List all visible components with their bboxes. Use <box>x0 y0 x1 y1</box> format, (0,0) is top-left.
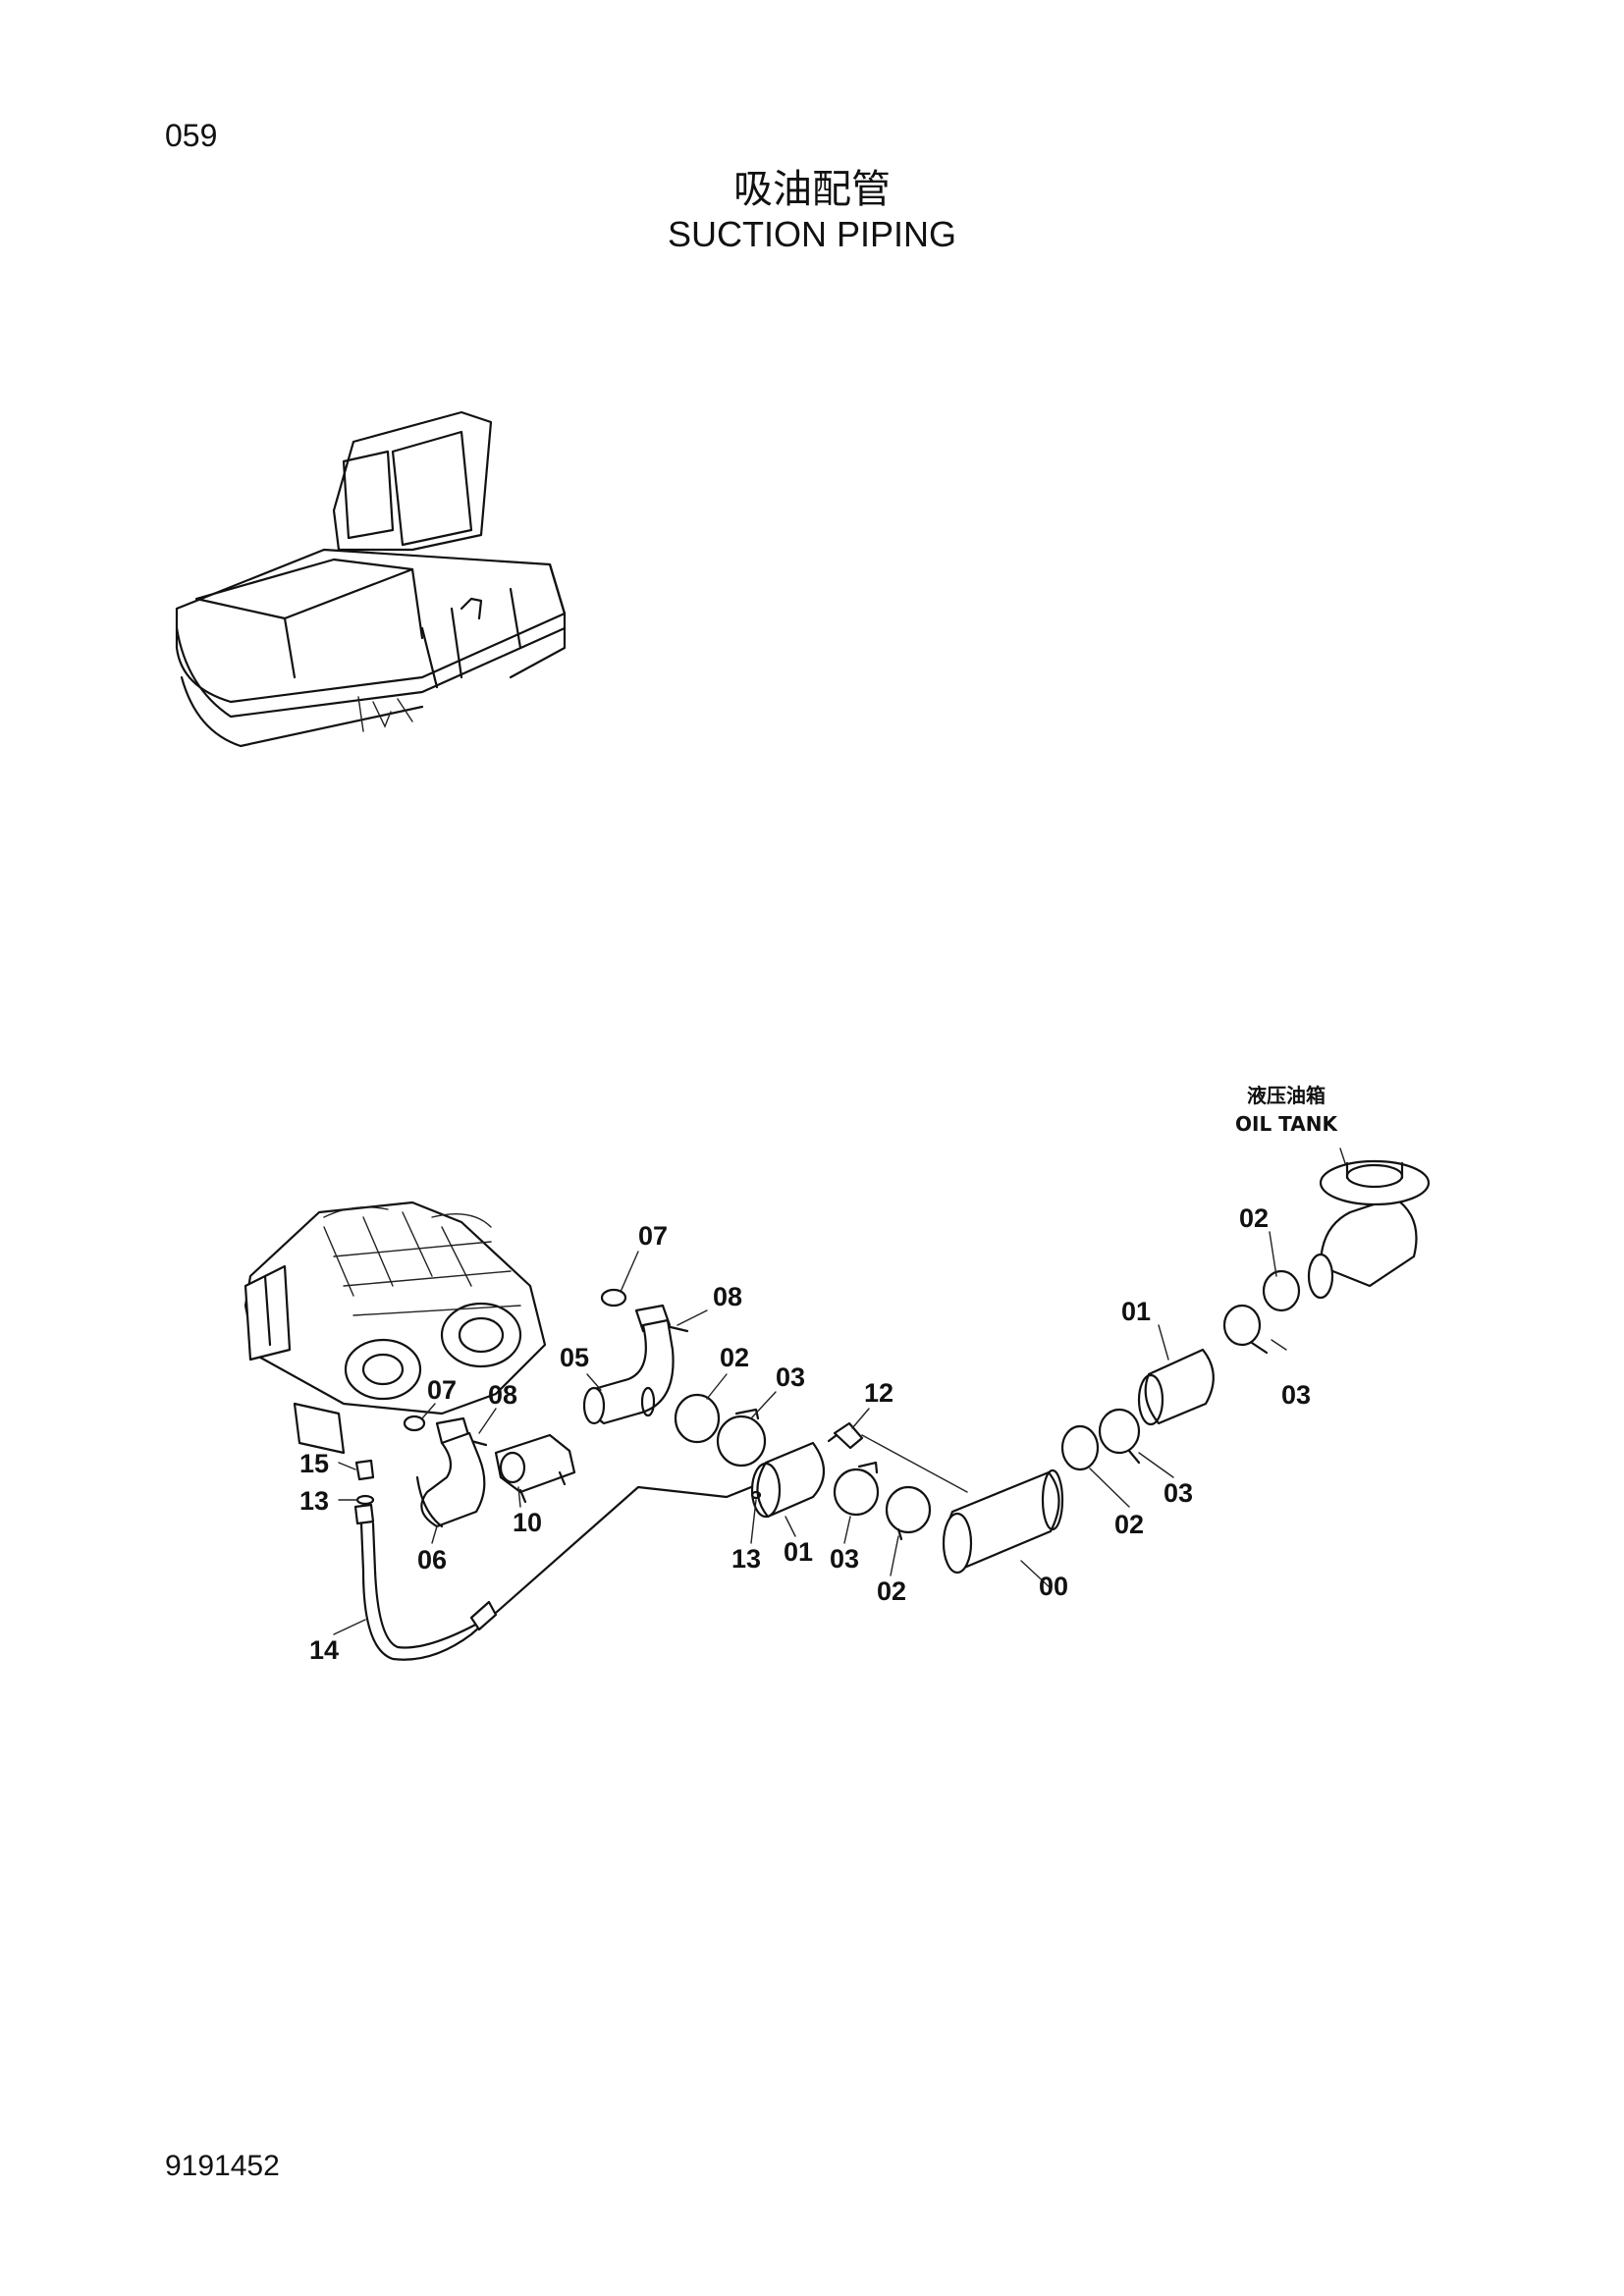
fitting-15 <box>354 1459 375 1481</box>
part-callouts: 07 08 05 02 03 12 01 02 03 07 08 15 13 1… <box>299 1203 1311 1665</box>
clamp-03-a <box>716 1415 767 1468</box>
oil-tank-outlet <box>1319 1196 1418 1288</box>
page-number: 059 <box>165 118 218 153</box>
hydraulic-pump-assembly <box>244 1201 547 1455</box>
elbow-05-end <box>582 1386 606 1425</box>
callout-label: 06 <box>417 1545 447 1575</box>
elbow-06 <box>420 1431 486 1528</box>
hose-clamp-02-c <box>1060 1424 1100 1471</box>
callout-label: 03 <box>830 1544 859 1574</box>
callout-label: 02 <box>1239 1203 1269 1233</box>
callout-label: 00 <box>1039 1572 1068 1601</box>
callout-label: 03 <box>1164 1478 1193 1508</box>
page-title-english: SUCTION PIPING <box>667 214 957 254</box>
callout-label: 02 <box>877 1576 906 1606</box>
callout-label: 02 <box>1114 1510 1144 1539</box>
callout-label: 15 <box>299 1449 329 1478</box>
hose-clamp-02-b <box>885 1485 932 1534</box>
o-ring-07-lower <box>403 1415 426 1432</box>
callout-label: 14 <box>309 1635 339 1665</box>
washer-13-left <box>355 1494 375 1506</box>
callout-label: 05 <box>560 1343 589 1372</box>
fitting-12 <box>833 1421 864 1450</box>
leader-lines <box>333 1148 1346 1635</box>
washer-13-middle <box>750 1490 762 1500</box>
callout-label: 03 <box>776 1362 805 1392</box>
callout-label: 01 <box>1121 1297 1151 1326</box>
callout-label: 07 <box>427 1375 457 1405</box>
hose-01-short <box>756 1441 825 1519</box>
bolt-08-upper <box>669 1325 689 1333</box>
callout-label: 12 <box>864 1378 893 1408</box>
callout-label: 10 <box>513 1508 542 1537</box>
callout-label: 08 <box>713 1282 742 1311</box>
hose-clamp-02-d <box>1262 1269 1301 1312</box>
split-flange-10 <box>494 1433 576 1494</box>
clamp-03-c <box>1098 1408 1141 1455</box>
hose-01-long <box>1144 1348 1215 1425</box>
hose-clamp-02-a <box>674 1393 721 1444</box>
callout-label: 01 <box>784 1537 813 1567</box>
drain-hose-14 <box>359 1485 753 1661</box>
callout-label: 08 <box>488 1380 517 1410</box>
page-title-chinese: 吸油配管 <box>733 168 891 211</box>
o-ring-07-upper <box>600 1288 627 1308</box>
callout-label: 07 <box>638 1221 668 1251</box>
clamp-03-b <box>833 1468 880 1517</box>
callout-label: 03 <box>1281 1380 1311 1410</box>
clamp-03-d <box>1222 1304 1262 1347</box>
pipe-parts <box>353 1159 1431 1661</box>
oil-tank-label-english: OIL TANK <box>1235 1112 1338 1136</box>
callout-label: 13 <box>299 1486 329 1516</box>
callout-label: 13 <box>731 1544 761 1574</box>
oil-tank-label-chinese: 液压油箱 <box>1247 1084 1326 1107</box>
excavator-locator-illustration <box>175 410 567 748</box>
callout-label: 02 <box>720 1343 749 1372</box>
document-number: 9191452 <box>165 2150 280 2182</box>
